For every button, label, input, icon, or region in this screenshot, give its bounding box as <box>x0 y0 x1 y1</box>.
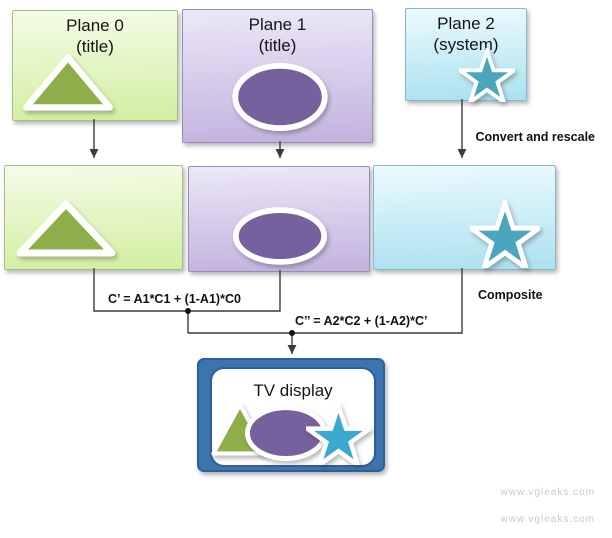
plane1-title-line1: Plane 1 <box>248 15 307 34</box>
watermark-text: www.vgleaks.com <box>500 514 595 525</box>
triangle-icon <box>16 200 116 257</box>
tv-display-title: TV display <box>253 381 333 400</box>
star-icon <box>470 200 540 268</box>
blend-formula-1: C’ = A1*C1 + (1-A1)*C0 <box>108 292 241 306</box>
junction-dot <box>185 308 191 314</box>
plane2-converted-box <box>373 165 556 270</box>
plane2-box: Plane 2 (system) <box>405 8 527 101</box>
junction-dot <box>289 330 295 336</box>
plane2-title-line2: (system) <box>433 35 499 54</box>
plane0-title-line2: (title) <box>76 37 114 56</box>
plane0-title: Plane 0 (title) <box>66 15 124 57</box>
plane1-title-line2: (title) <box>258 36 297 55</box>
watermark-text: www.vgleaks.com <box>500 487 595 498</box>
plane2-title: Plane 2 (system) <box>433 13 498 55</box>
plane2-title-line1: Plane 2 <box>437 14 495 33</box>
plane0-title-line1: Plane 0 <box>66 16 124 35</box>
star-icon <box>459 48 515 102</box>
star-icon <box>306 403 371 465</box>
plane1-title: Plane 1 (title) <box>249 14 307 56</box>
ellipse-icon <box>232 207 328 265</box>
composite-label: Composite <box>478 288 543 302</box>
convert-rescale-label: Convert and rescale <box>475 130 596 144</box>
blend-formula-2: C’’ = A2*C2 + (1-A2)*C’ <box>295 314 428 328</box>
ellipse-icon <box>232 62 328 132</box>
triangle-icon <box>23 54 113 111</box>
